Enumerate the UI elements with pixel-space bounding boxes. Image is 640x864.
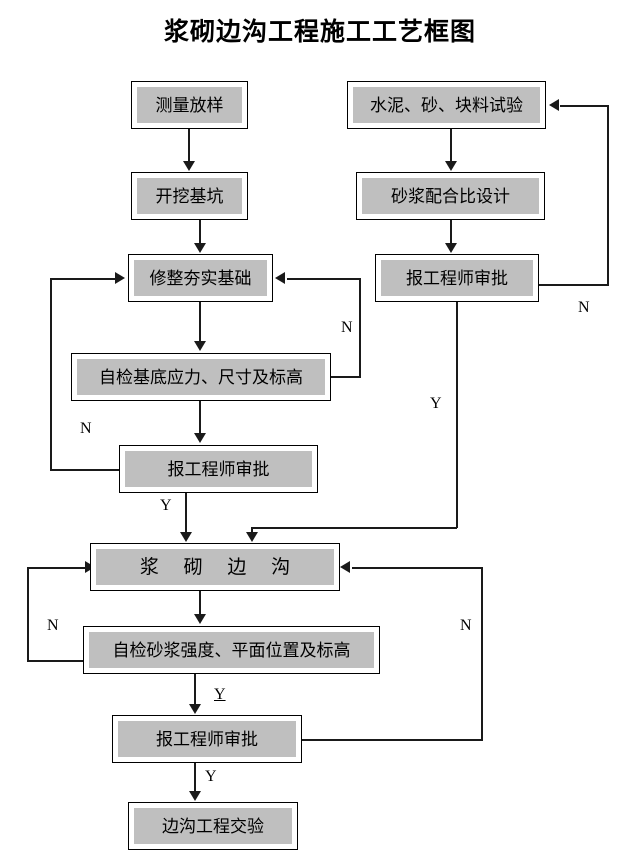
edge-mortarcheck-no-in xyxy=(27,567,87,569)
edge-approval1-no-up xyxy=(50,278,52,470)
edge-approval1-no-out xyxy=(50,469,120,471)
node-ditch-acceptance: 边沟工程交验 xyxy=(128,802,298,850)
arrowhead-materialtest-to-mixdesign xyxy=(445,161,457,171)
edge-approval2-no-up xyxy=(607,105,609,285)
edge-approval1-yes xyxy=(185,493,187,535)
edge-materialtest-to-mixdesign xyxy=(450,129,452,163)
edge-approval1-no-in xyxy=(50,278,116,280)
edge-basecheck-no-out xyxy=(331,376,361,378)
edge-approval2-no-out xyxy=(539,284,609,286)
node-engineer-approval-3-label: 报工程师审批 xyxy=(118,721,296,757)
page-title: 浆砌边沟工程施工工艺框图 xyxy=(163,19,476,46)
edge-approval3-no-in xyxy=(352,567,483,569)
node-mortar-mix-design-label: 砂浆配合比设计 xyxy=(362,178,539,214)
edge-survey-to-excavate xyxy=(188,129,190,163)
arrowhead-survey-to-excavate xyxy=(183,161,195,171)
node-trim-compact-foundation: 修整夯实基础 xyxy=(128,254,273,302)
edge-approval3-no-up xyxy=(481,567,483,741)
label-mortarcheck-yes: Y xyxy=(214,686,226,703)
arrowhead-basecheck-to-approval1 xyxy=(194,433,206,443)
node-engineer-approval-1-label: 报工程师审批 xyxy=(125,451,312,487)
label-approval1-yes: Y xyxy=(160,497,172,514)
edge-mortarcheck-no-out xyxy=(27,660,84,662)
node-engineer-approval-2: 报工程师审批 xyxy=(375,254,539,302)
node-material-test-label: 水泥、砂、块料试验 xyxy=(353,87,540,123)
edge-approval3-yes xyxy=(194,763,196,793)
edge-basecheck-to-approval1 xyxy=(199,401,201,435)
node-survey-setout: 测量放样 xyxy=(131,81,248,129)
label-approval2-yes: Y xyxy=(430,395,442,412)
node-engineer-approval-1: 报工程师审批 xyxy=(119,445,318,493)
node-engineer-approval-2-label: 报工程师审批 xyxy=(381,260,533,296)
arrowhead-approval1-no-to-trim xyxy=(115,272,125,284)
label-approval3-yes: Y xyxy=(205,768,217,785)
arrowhead-approval3-yes xyxy=(189,791,201,801)
node-mortar-ditch-label: 浆 砌 边 沟 xyxy=(96,549,334,585)
node-self-check-mortar-label: 自检砂浆强度、平面位置及标高 xyxy=(89,632,374,668)
arrowhead-approval3-no-to-ditch xyxy=(340,561,350,573)
node-mortar-ditch: 浆 砌 边 沟 xyxy=(90,543,340,591)
label-approval3-no: N xyxy=(460,617,472,634)
arrowhead-ditch-to-mortarcheck xyxy=(194,614,206,624)
edge-mortarcheck-to-approval3 xyxy=(194,674,196,707)
arrowhead-mortarcheck-to-approval3 xyxy=(189,704,201,714)
node-engineer-approval-3: 报工程师审批 xyxy=(112,715,302,763)
arrowhead-excavate-to-trim xyxy=(194,243,206,253)
edge-mixdesign-to-approval2 xyxy=(450,220,452,245)
edge-excavate-to-trim xyxy=(199,220,201,245)
edge-trim-to-basecheck xyxy=(199,302,201,343)
edge-mortarcheck-no-up xyxy=(27,567,29,662)
label-approval1-no: N xyxy=(80,420,92,437)
edge-basecheck-no-up xyxy=(359,278,361,377)
arrowhead-approval2-yes-to-ditch xyxy=(246,532,258,542)
edge-basecheck-no-in xyxy=(287,278,360,280)
node-ditch-acceptance-label: 边沟工程交验 xyxy=(134,808,292,844)
label-mortarcheck-no: N xyxy=(47,617,59,634)
arrowhead-mixdesign-to-approval2 xyxy=(445,243,457,253)
edge-approval2-yes-left xyxy=(251,527,457,529)
node-excavate-pit: 开挖基坑 xyxy=(131,172,248,220)
edge-approval2-yes-into-ditch xyxy=(251,527,253,535)
node-mortar-mix-design: 砂浆配合比设计 xyxy=(356,172,545,220)
label-approval2-no: N xyxy=(578,299,590,316)
arrowhead-approval1-yes xyxy=(180,532,192,542)
node-self-check-base-label: 自检基底应力、尺寸及标高 xyxy=(77,359,325,395)
node-trim-compact-foundation-label: 修整夯实基础 xyxy=(134,260,267,296)
arrowhead-approval2-no-to-materialtest xyxy=(549,99,559,111)
node-self-check-mortar: 自检砂浆强度、平面位置及标高 xyxy=(83,626,380,674)
label-basecheck-no: N xyxy=(341,319,353,336)
arrowhead-trim-to-basecheck xyxy=(194,341,206,351)
node-self-check-base: 自检基底应力、尺寸及标高 xyxy=(71,353,331,401)
edge-ditch-to-mortarcheck xyxy=(199,591,201,616)
node-material-test: 水泥、砂、块料试验 xyxy=(347,81,546,129)
edge-approval2-yes-down xyxy=(456,302,458,528)
node-excavate-pit-label: 开挖基坑 xyxy=(137,178,242,214)
edge-approval3-no-out xyxy=(302,739,483,741)
edge-approval2-no-in xyxy=(560,105,608,107)
node-survey-setout-label: 测量放样 xyxy=(137,87,242,123)
arrowhead-basecheck-no-to-trim xyxy=(275,272,285,284)
